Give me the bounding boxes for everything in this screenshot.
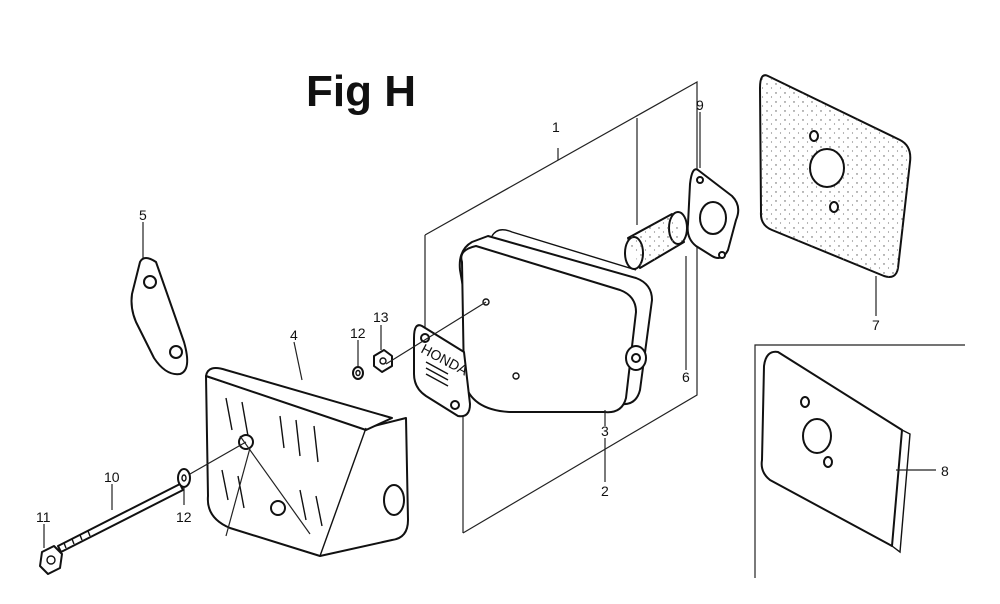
figure-title: Fig H xyxy=(306,67,416,116)
spark-arrester-screen xyxy=(624,211,688,270)
callout-3: 3 xyxy=(601,423,609,439)
callout-6: 6 xyxy=(682,369,690,385)
callout-7: 7 xyxy=(872,317,880,333)
callout-5: 5 xyxy=(139,207,147,223)
callout-10: 10 xyxy=(104,469,120,485)
nut-13 xyxy=(373,349,393,373)
callout-2: 2 xyxy=(601,483,609,499)
washer-12-upper xyxy=(352,366,364,380)
washer-12-lower xyxy=(177,468,191,488)
muffler-body-3 xyxy=(458,229,653,414)
protector-plate-5 xyxy=(130,257,189,376)
callout-8: 8 xyxy=(941,463,949,479)
callout-12-upper: 12 xyxy=(350,325,366,341)
alignment-lines xyxy=(189,301,487,537)
callout-12-lower: 12 xyxy=(176,509,192,525)
callout-9: 9 xyxy=(696,97,704,113)
bracket-plate-8 xyxy=(760,350,911,554)
gasket-plate-7 xyxy=(759,74,912,278)
nut-11 xyxy=(39,545,63,575)
muffler-protector-4 xyxy=(205,367,409,557)
inset-box xyxy=(754,344,965,578)
bolt-10 xyxy=(57,483,184,553)
callout-1: 1 xyxy=(552,119,560,135)
callout-4: 4 xyxy=(290,327,298,343)
callout-13: 13 xyxy=(373,309,389,325)
callout-11: 11 xyxy=(36,509,51,525)
exhaust-gasket-9 xyxy=(686,168,740,259)
callout-leaders xyxy=(43,112,936,548)
